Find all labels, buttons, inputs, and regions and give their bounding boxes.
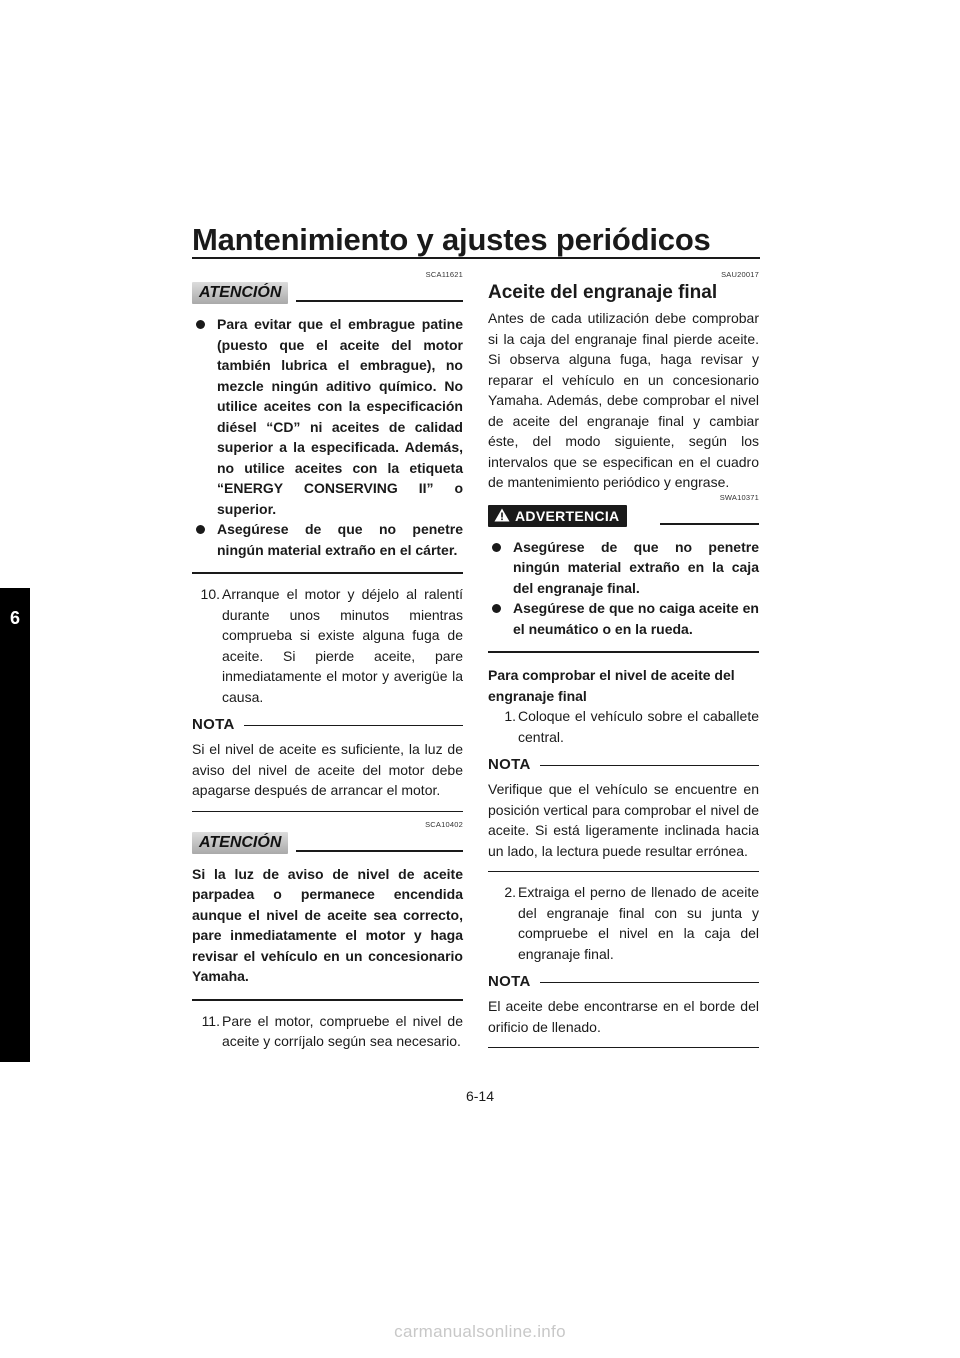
warning-end-rule: [488, 651, 759, 653]
step-2: 2. Extraiga el perno de llenado de aceit…: [488, 882, 759, 964]
step-text: Pare el motor, compruebe el nivel de ace…: [222, 1012, 463, 1050]
step-11: 11. Pare el motor, compruebe el nivel de…: [192, 1011, 463, 1052]
list-item: Asegúrese de que no penetre ningún mater…: [488, 537, 759, 599]
bullet-icon: [492, 542, 501, 552]
step-number: 2.: [504, 884, 516, 900]
procedure-subheading: Para comprobar el nivel de aceite del en…: [488, 667, 735, 704]
nota-label: NOTA: [488, 973, 531, 990]
caution-end-rule: [192, 998, 463, 1001]
step-1: 1. Coloque el vehículo sobre el caballet…: [488, 706, 759, 747]
list-item: Asegúrese de que no caiga aceite en el n…: [488, 598, 759, 639]
title-rule: [192, 257, 760, 259]
nota-label: NOTA: [192, 716, 235, 733]
bullet-icon: [492, 604, 501, 613]
caution-text: Si la luz de aviso de nivel de aceite pa…: [192, 865, 463, 985]
caution-code: SCA10402: [425, 819, 463, 829]
caution-header: ATENCIÓN: [192, 280, 463, 310]
step-number: 1.: [504, 708, 516, 724]
nota-header: NOTA: [488, 755, 759, 779]
caution-header-rule: [296, 849, 463, 852]
warning-triangle-icon: [494, 508, 510, 522]
chapter-tab: 6: [0, 588, 30, 1062]
page-title: Mantenimiento y ajustes periódicos: [192, 222, 711, 257]
step-text: Arranque el motor y déjelo al ralentí du…: [222, 586, 463, 705]
warning-code: SWA10371: [719, 492, 759, 502]
nota-rule: [540, 982, 759, 983]
caution-header-rule: [296, 300, 463, 302]
nota-rule: [244, 725, 463, 726]
nota-end-rule: [488, 1047, 759, 1048]
caution-label: ATENCIÓN: [192, 282, 289, 304]
watermark: carmanualsonline.info: [394, 1322, 566, 1341]
warning-bullets: Asegúrese de que no penetre ningún mater…: [488, 537, 759, 640]
bullet-icon: [196, 525, 205, 534]
step-text: Extraiga el perno de llenado de aceite d…: [518, 884, 759, 962]
step-text: Coloque el vehículo sobre el caballete c…: [518, 708, 759, 745]
nota-text: El aceite debe encontrarse en el borde d…: [488, 998, 759, 1035]
nota-label: NOTA: [488, 756, 531, 773]
left-column: SCA11621 ATENCIÓN Para evitar que el emb…: [192, 270, 463, 1052]
nota-text: Verifique que el vehículo se encuentre e…: [488, 781, 759, 859]
list-item: Para evitar que el embrague patine (pues…: [192, 314, 463, 519]
section-code: SAU20017: [721, 270, 759, 279]
section-intro: Antes de cada utilización debe comprobar…: [488, 310, 759, 490]
nota-rule: [540, 765, 759, 766]
caution-header: ATENCIÓN: [192, 830, 463, 860]
page-number: 6-14: [465, 1088, 495, 1104]
caution-bullets: Para evitar que el embrague patine (pues…: [192, 314, 463, 560]
bullet-icon: [196, 320, 205, 329]
caution-label: ATENCIÓN: [192, 831, 289, 854]
step-number: 11.: [201, 1012, 220, 1029]
warning-header: ADVERTENCIA: [488, 503, 759, 533]
caution-end-rule: [192, 572, 463, 574]
nota-header: NOTA: [488, 972, 759, 996]
nota-text: Si el nivel de aceite es suficiente, la …: [192, 741, 463, 798]
nota-header: NOTA: [192, 715, 463, 739]
step-10: 10. Arranque el motor y déjelo al ralent…: [192, 584, 463, 707]
list-item: Asegúrese de que no penetre ningún mater…: [192, 519, 463, 560]
warning-header-rule: [660, 522, 759, 525]
step-number: 10.: [200, 586, 220, 602]
caution-code: SCA11621: [425, 270, 463, 279]
warning-label: ADVERTENCIA: [488, 504, 628, 527]
nota-end-rule: [488, 871, 759, 872]
section-heading: Aceite del engranaje final: [488, 282, 718, 303]
nota-end-rule: [192, 810, 463, 812]
right-column: SAU20017 Aceite del engranaje final Ante…: [488, 270, 759, 1058]
